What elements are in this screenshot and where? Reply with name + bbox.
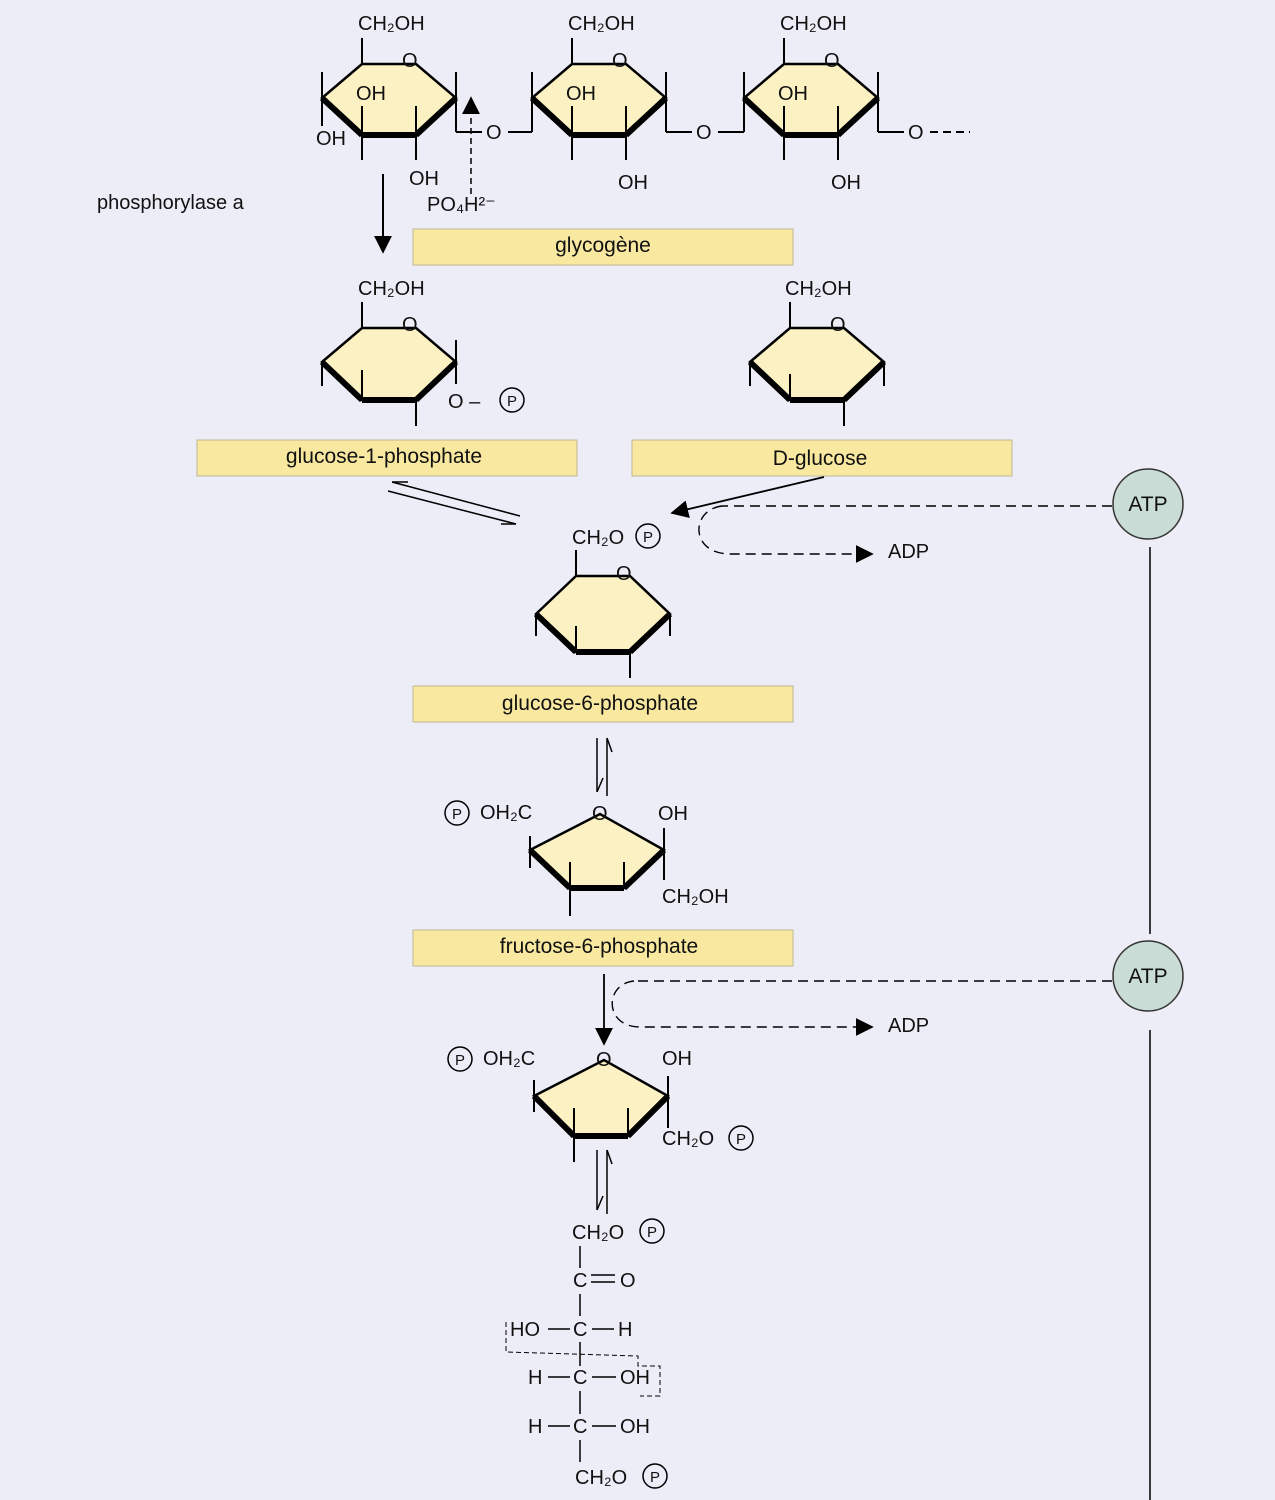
fructose-bisphosphate-structure: P OH₂C O OH CH₂O P [447,1046,754,1162]
fructose-bisphosphate-open-chain: CH₂O P C O HO C H H C OH H C OH CH₂O P [505,1218,668,1489]
g1p-ring-o: O [402,314,418,336]
g1p-label: glucose-1-phosphate [286,445,482,468]
chain-ch2o-top: CH₂O [572,1222,624,1244]
fbp-oh2c: OH₂C [483,1048,535,1070]
chain-c4-oh: OH [620,1367,650,1389]
glucose-1-phosphate-structure: CH₂OH O O – P [319,278,525,426]
po4h-label: PO₄H²⁻ [427,194,496,216]
ring1-oh-3: OH [356,83,386,105]
g6p-phosphate-p: P [643,529,653,546]
dglucose-label: D-glucose [773,447,868,470]
ring3-o: O [824,50,840,72]
chain-c2: C [573,1270,587,1292]
fructose-6-phosphate-structure: P OH₂C O OH CH₂OH [444,800,729,916]
dglucose-ch2oh: CH₂OH [785,278,852,300]
atp2-adp-curve [611,980,874,1036]
g1p-ch2oh: CH₂OH [358,278,425,300]
ring3-oh-bottom: OH [831,172,861,194]
adp1-label: ADP [888,541,929,563]
chain-ch2o-bottom: CH₂O [575,1467,627,1489]
f6p-oh2c: OH₂C [480,802,532,824]
ring1-oh-bottom: OH [409,168,439,190]
g1p-phosphate-circle [499,387,525,413]
glycogene-label: glycogène [555,234,651,257]
g6p-phosphate-circle [635,523,661,549]
g6p-ch2o: CH₂O [572,527,624,549]
cleavage-dashed-line [505,1322,661,1397]
f6p-phosphate-p: P [452,806,462,823]
chain-c3: C [573,1319,587,1341]
ring2-o: O [612,50,628,72]
glycosidic-o-3: O [908,122,924,144]
chain-c5: C [573,1416,587,1438]
g1p-o-link: O – [448,391,481,413]
dglucose-box [631,439,1013,477]
fbp-phosphate-circle-2 [728,1125,754,1151]
ring-open-equilibrium-arrows [596,1149,613,1214]
atp2-label: ATP [1128,965,1167,988]
chain-phosphate-p-top: P [647,1224,657,1241]
fbp-ch2o: CH₂O [662,1128,714,1150]
chain-c3-h: H [618,1319,632,1341]
f6p-ring-o: O [592,803,608,825]
glycosidic-o-1: O [486,122,502,144]
d-glucose-structure: CH₂OH O [747,278,887,426]
fbp-ring-o: O [596,1049,612,1071]
g6p-ring-o: O [616,563,632,585]
atp1-label: ATP [1128,493,1167,516]
glycogen-ring-2 [530,62,668,137]
atp1-circle [1112,468,1184,540]
g1p-box [196,439,578,477]
glycogen-ring-1 [320,62,458,137]
chain-c4-h: H [528,1367,542,1389]
dglucose-ring-o: O [830,314,846,336]
glycogen-ring-3 [742,62,880,137]
ring2-ch2oh: CH₂OH [568,13,635,35]
ring2-oh-3: OH [566,83,596,105]
atp1-adp-curve [698,505,874,563]
g6p-f6p-equilibrium-arrows [596,737,613,796]
glucose-6-phosphate-structure: CH₂O P O [533,523,673,678]
f6p-box [412,929,794,967]
glycosidic-o-2: O [696,122,712,144]
chain-phosphate-circle-top [639,1218,665,1244]
chain-c2-o: O [620,1270,636,1292]
g1p-g6p-equilibrium-arrows [387,481,521,525]
f6p-label: fructose-6-phosphate [500,935,698,958]
ring1-o: O [402,50,418,72]
chain-phosphate-circle-bottom [642,1463,668,1489]
f6p-phosphate-circle [444,800,470,826]
chain-c3-ho: HO [510,1319,540,1341]
enzyme-label: phosphorylase a [97,192,245,214]
glycogene-box [412,228,794,266]
ring1-ch2oh: CH₂OH [358,13,425,35]
label-boxes: glycogène glucose-1-phosphate D-glucose … [196,228,1013,967]
f6p-ch2oh: CH₂OH [662,886,729,908]
ring3-oh-3: OH [778,83,808,105]
chain-c5-h: H [528,1416,542,1438]
chain-phosphate-p-bottom: P [650,1469,660,1486]
fbp-oh: OH [662,1048,692,1070]
atp2-circle [1112,940,1184,1012]
g1p-phosphate-p: P [507,393,517,410]
ring3-ch2oh: CH₂OH [780,13,847,35]
ring2-oh-bottom: OH [618,172,648,194]
fbp-phosphate-p-1: P [455,1052,465,1069]
chain-c4: C [573,1367,587,1389]
fbp-phosphate-p-2: P [736,1131,746,1148]
ring1-oh-left: OH [316,128,346,150]
g6p-label: glucose-6-phosphate [502,692,698,715]
chain-c5-oh: OH [620,1416,650,1438]
adp2-label: ADP [888,1015,929,1037]
fbp-phosphate-circle-1 [447,1046,473,1072]
f6p-oh: OH [658,803,688,825]
hexokinase-arrow [670,476,825,519]
g6p-box [412,685,794,723]
glycogen-chain: CH₂OH O OH OH OH O CH₂OH O OH OH O CH₂OH… [316,13,970,216]
